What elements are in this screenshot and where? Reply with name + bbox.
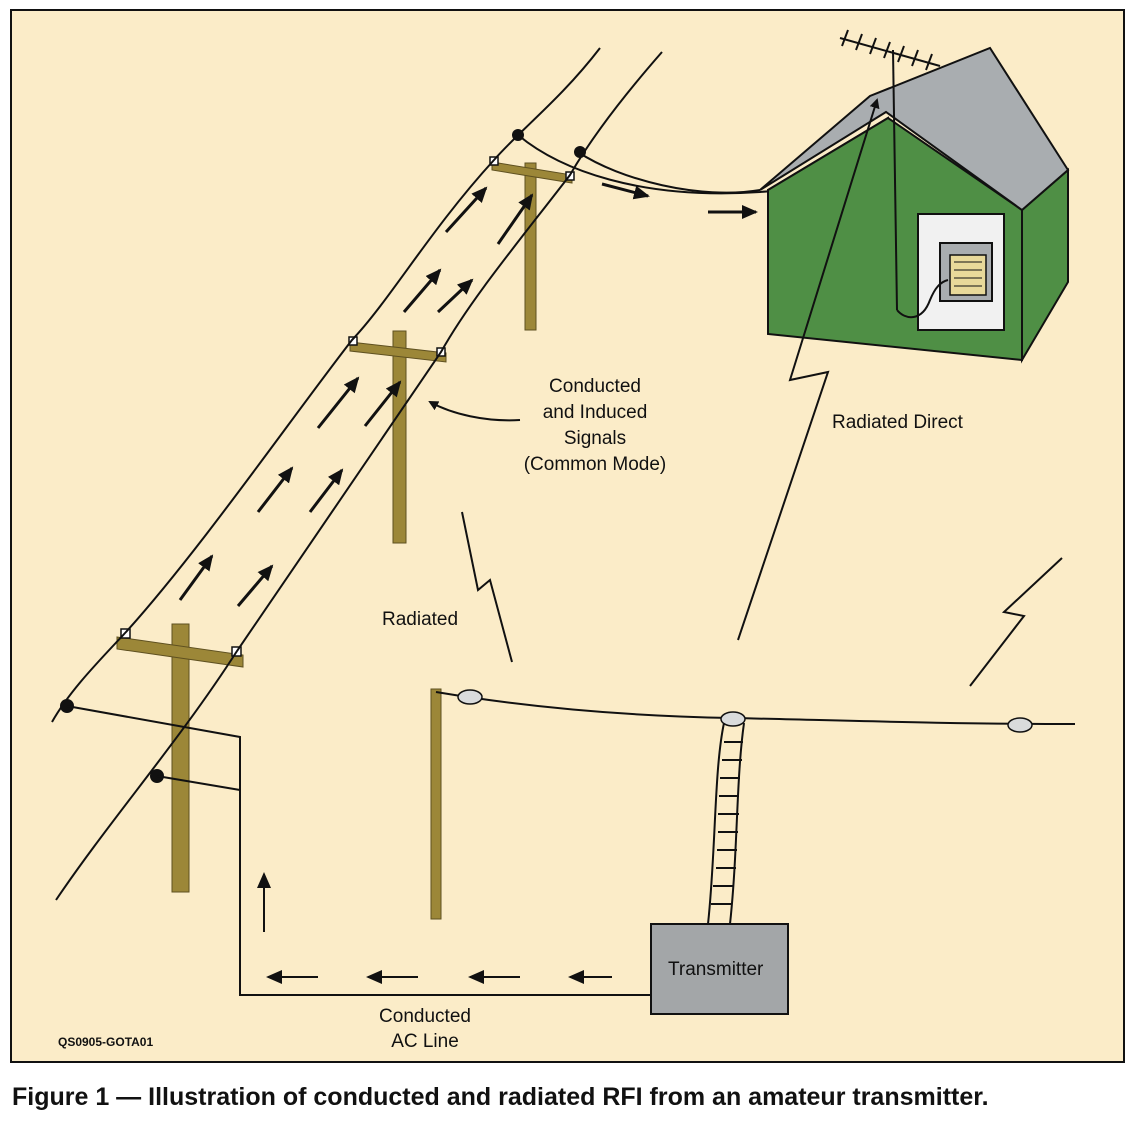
antenna-mast: [892, 49, 898, 311]
tv-antenna: [839, 29, 949, 319]
label-conducted-induced-line1: Conducted: [549, 376, 641, 397]
label-conducted-induced: Conducted and Induced Signals (Common Mo…: [524, 376, 667, 475]
label-conducted-ac-line1: Conducted: [379, 1006, 471, 1027]
ac-line: [66, 705, 651, 996]
figure-caption: Figure 1 — Illustration of conducted and…: [12, 1083, 989, 1111]
transmitter-box: [650, 923, 789, 1015]
crossarm-near: [116, 636, 244, 668]
radiated-bolts: [461, 511, 1063, 687]
label-conducted-induced-line3: Signals: [564, 428, 626, 449]
label-conducted-ac-line2: AC Line: [391, 1031, 459, 1052]
label-conducted-ac: Conducted AC Line: [379, 1006, 471, 1052]
antenna-pole: [430, 688, 442, 920]
radiated-direct-path: [737, 98, 880, 641]
label-radiated: Radiated: [382, 609, 458, 630]
ac-line-arrows: [257, 872, 612, 984]
label-transmitter: Transmitter: [668, 959, 764, 980]
house-roof: [759, 46, 1070, 212]
pole-middle: [392, 330, 407, 544]
label-radiated-direct: Radiated Direct: [832, 412, 964, 433]
label-conducted-induced-line4: (Common Mode): [524, 454, 667, 475]
crossarm-far: [491, 161, 573, 184]
pole-far: [524, 162, 537, 331]
ladder-feedline: [707, 722, 745, 925]
pole-near: [171, 623, 190, 893]
crossarm-middle: [349, 341, 447, 363]
common-mode-arrows: [178, 182, 758, 607]
utility-poles: [116, 161, 573, 920]
antenna-insulators: [457, 689, 1033, 733]
figure-code: QS0905-GOTA01: [58, 1035, 153, 1049]
label-conducted-induced-line2: and Induced: [543, 402, 648, 423]
antenna-cable: [896, 279, 949, 319]
label-pointer-arrow: [428, 401, 521, 422]
